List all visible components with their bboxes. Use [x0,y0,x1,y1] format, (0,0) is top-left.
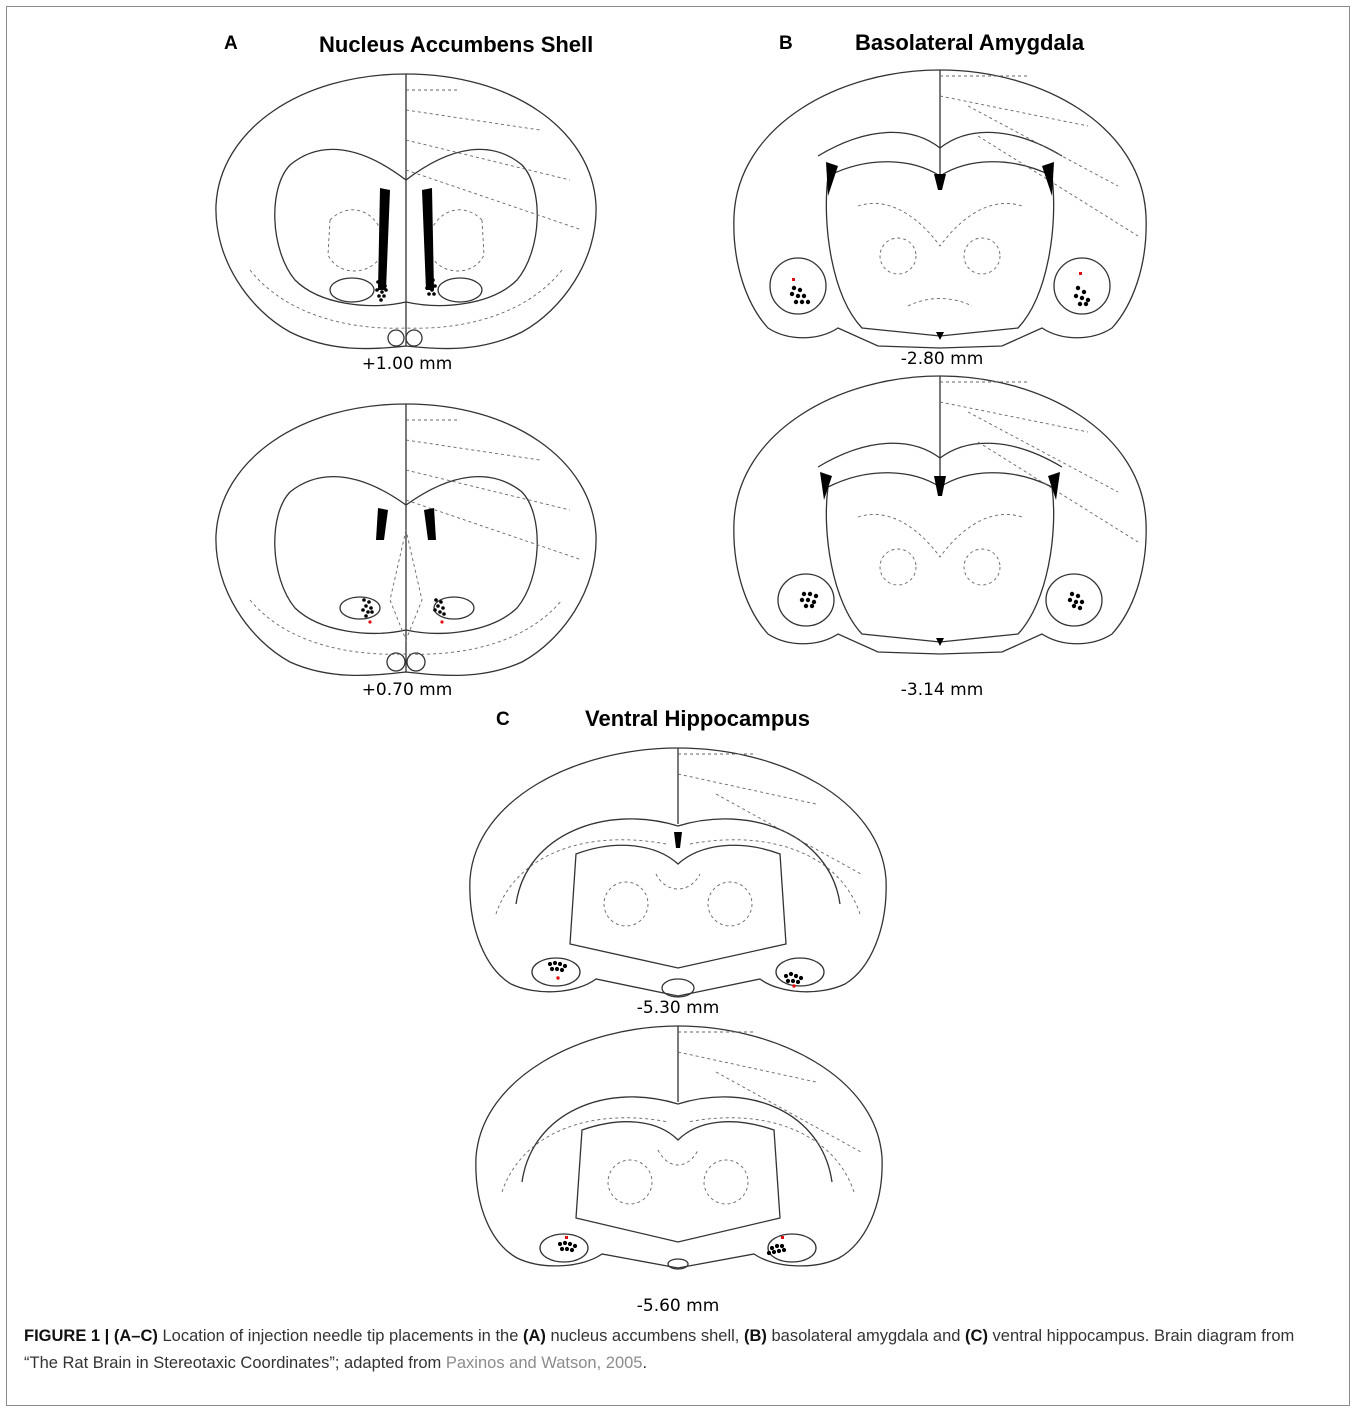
section-label-bla-1: -2.80 mm [900,349,984,369]
panel-b-letter: B [779,33,793,54]
caption-label: FIGURE 1 | (A–C) [24,1327,158,1345]
section-nacc-2 [210,400,605,680]
caption-text-4: ventral hippocampus. Brain diagram from … [24,1327,1295,1372]
figure-frame [6,6,1350,1406]
caption-text-1: Location of injection needle tip placeme… [157,1327,523,1345]
panel-a-letter: A [224,33,238,54]
section-label-nacc-2: +0.70 mm [361,680,453,700]
panel-a-title: Nucleus Accumbens Shell [319,32,594,57]
caption-ref-c: (C) [965,1327,988,1345]
section-label-vhip-2: -5.60 mm [636,1296,720,1316]
panel-c-letter: C [496,709,510,730]
nacc-diagram-2 [215,403,597,677]
citation-link[interactable]: Paxinos and Watson, 2005 [445,1354,643,1372]
section-label-bla-2: -3.14 mm [900,680,984,700]
bla-diagram-2 [733,375,1147,655]
panel-b-title: Basolateral Amygdala [855,30,1085,55]
section-nacc-1 [210,70,605,355]
caption-ref-b: (B) [743,1327,767,1345]
caption-ref-a: (A) [522,1327,546,1345]
vhip-diagram-2 [475,1025,883,1270]
vhip-diagram-1 [469,747,887,998]
section-label-nacc-1: +1.00 mm [361,354,453,374]
section-bla-2 [728,372,1158,657]
nacc-diagram-1 [215,73,597,350]
section-label-vhip-1: -5.30 mm [636,998,720,1018]
figure-caption: FIGURE 1 | (A–C) Location of injection n… [24,1323,1314,1377]
panel-c-title: Ventral Hippocampus [585,706,810,731]
caption-text-2: nucleus accumbens shell, [545,1327,744,1345]
section-vhip-2 [472,1022,892,1274]
section-vhip-1 [466,744,891,999]
section-bla-1 [728,66,1158,351]
caption-text-5: . [642,1354,648,1372]
bla-diagram-1 [733,69,1147,349]
caption-text-3: basolateral amygdala and [766,1327,966,1345]
